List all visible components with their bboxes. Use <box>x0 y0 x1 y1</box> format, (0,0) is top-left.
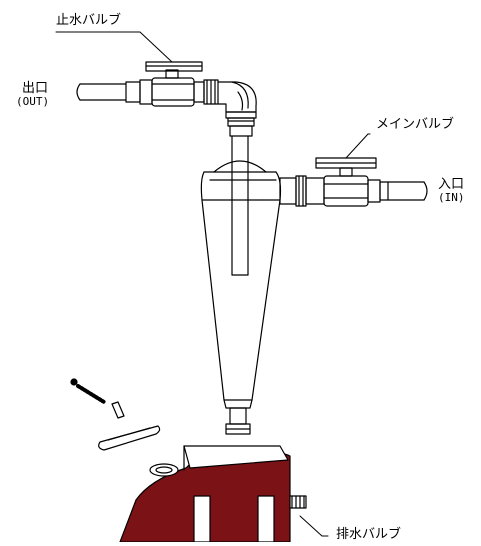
sediment-tank <box>119 445 291 543</box>
inlet-label: 入口 <box>438 177 465 192</box>
outlet-label: 出口 <box>22 81 49 96</box>
stop-valve <box>145 61 219 107</box>
stop-valve-label: 止水バルブ <box>56 13 122 28</box>
vertical-outlet-pipe <box>225 111 257 276</box>
elbow-fitting <box>217 81 257 113</box>
inlet-stub <box>279 175 307 207</box>
leader-lines <box>55 31 371 537</box>
drain-valve-label: 排水バルブ <box>336 527 402 542</box>
outlet-en-label: (OUT) <box>16 95 50 108</box>
inlet-en-label: (IN) <box>438 191 465 204</box>
main-valve <box>305 157 389 207</box>
inlet-pipe <box>387 181 428 201</box>
outlet-pipe <box>76 79 153 105</box>
spare-parts <box>70 378 161 451</box>
main-valve-label: メインバルブ <box>376 117 455 132</box>
bottom-neck <box>225 407 251 435</box>
drain-valve <box>289 495 307 509</box>
cyclone-body <box>200 160 282 409</box>
